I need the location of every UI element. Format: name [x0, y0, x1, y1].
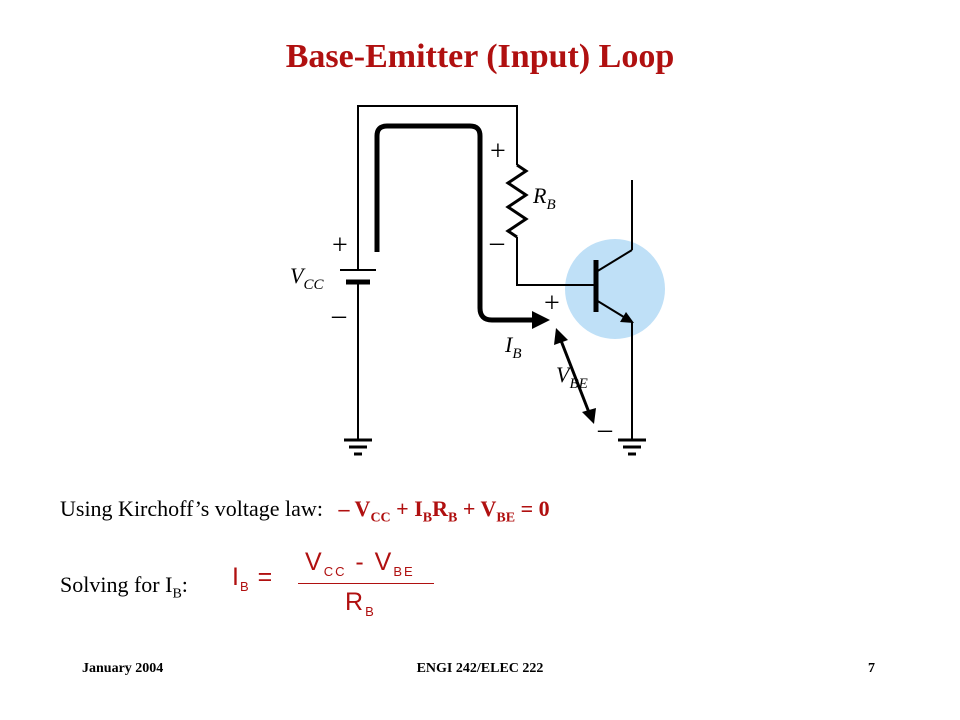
footer-course: ENGI 242/ELEC 222: [416, 661, 544, 676]
vcc-plus-label: +: [332, 230, 348, 261]
ground-symbol-left: [344, 438, 372, 456]
footer-page-number: 7: [868, 661, 875, 676]
current-loop-arrow: [374, 123, 535, 323]
ground-symbol-right: [618, 438, 646, 456]
transistor-highlight: [565, 239, 665, 339]
formula-numerator: VCC - VBE: [305, 548, 415, 579]
emitter-arrow-icon: [620, 312, 634, 323]
vbe-label: VBE: [556, 362, 588, 392]
footer-date: January 2004: [82, 661, 164, 676]
vcc-minus-label: –: [331, 300, 347, 331]
vcc-wire: [357, 105, 518, 270]
vbe-plus-label: +: [544, 288, 560, 319]
rb-label: RB: [532, 183, 556, 213]
vbe-arrow-top-icon: [554, 328, 568, 345]
kvl-line: Using Kirchoff’s voltage law: – VCC + IB…: [60, 496, 550, 526]
transistor-collector: [595, 249, 633, 273]
resistor-rb: [505, 163, 529, 239]
circuit-diagram: + – RB + – VCC IB + VBE –: [290, 105, 665, 456]
vcc-label: VCC: [290, 263, 324, 293]
vbe-arrow-line: [558, 337, 592, 416]
kvl-equation: – VCC + IBRB + VBE = 0: [338, 496, 550, 526]
slide-title: Base-Emitter (Input) Loop: [285, 38, 675, 75]
rb-minus-label: –: [489, 227, 505, 258]
solve-label: Solving for IB:: [60, 572, 188, 602]
fraction-bar: [298, 583, 434, 584]
kvl-prefix: Using Kirchoff’s voltage law:: [60, 496, 323, 521]
formula-denominator: RB: [345, 588, 376, 619]
formula-lhs: IB =: [232, 563, 274, 594]
rb-plus-label: +: [490, 136, 506, 167]
current-arrow-head-icon: [532, 311, 550, 329]
ib-label: IB: [504, 332, 522, 362]
vbe-arrow-bottom-icon: [582, 408, 596, 424]
vbe-minus-label: –: [597, 414, 613, 445]
base-wire: [516, 237, 594, 286]
